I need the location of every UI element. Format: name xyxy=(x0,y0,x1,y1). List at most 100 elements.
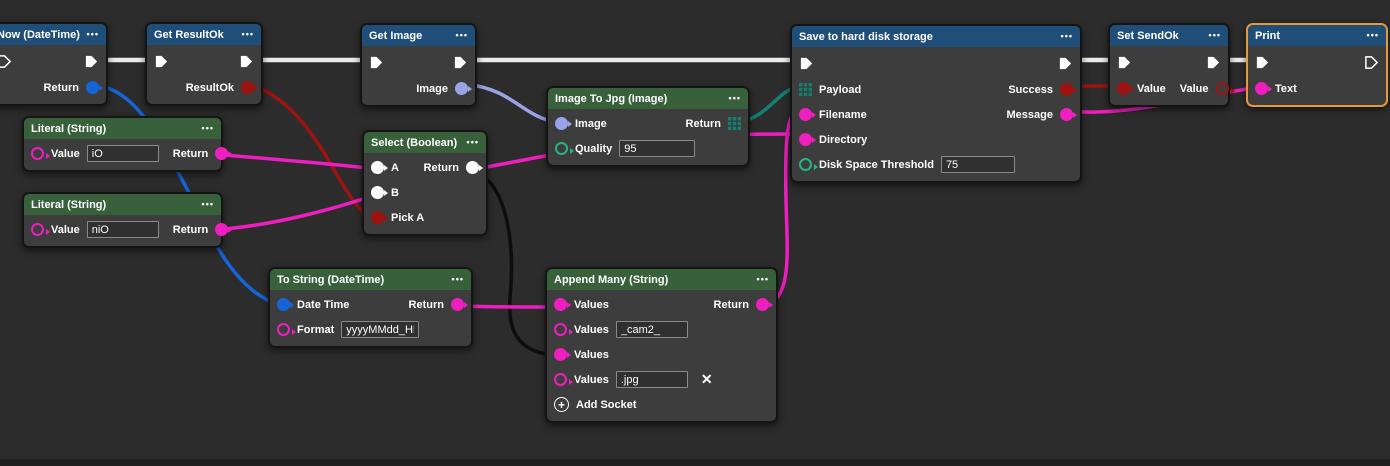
node-header[interactable]: Literal (String) ••• xyxy=(24,118,221,139)
output-socket-return-bytes-grid[interactable] xyxy=(728,117,741,130)
value-field[interactable] xyxy=(86,221,159,238)
input-socket-format[interactable] xyxy=(277,323,296,336)
node-image-to-jpg[interactable]: Image To Jpg (Image) ••• Image Return Qu… xyxy=(546,86,750,167)
output-socket-return[interactable] xyxy=(215,223,233,236)
node-menu-icon[interactable]: ••• xyxy=(1060,31,1073,41)
node-title: Literal (String) xyxy=(31,198,107,211)
node-menu-icon[interactable]: ••• xyxy=(756,274,769,284)
output-socket-return[interactable] xyxy=(466,161,483,174)
input-socket-value[interactable] xyxy=(1117,82,1134,95)
exec-out-pin[interactable] xyxy=(1058,56,1073,71)
input-socket-text[interactable] xyxy=(1255,82,1272,95)
output-socket-image[interactable] xyxy=(455,82,472,95)
node-literal-string-1[interactable]: Literal (String) ••• Value Return xyxy=(22,116,233,172)
output-label-return: Return xyxy=(408,298,444,311)
input-socket-pick-a[interactable] xyxy=(371,211,388,224)
node-get-image[interactable]: Get Image ••• Image xyxy=(360,23,477,107)
wire-select-return-appendmany-values3 xyxy=(473,169,560,358)
node-menu-icon[interactable]: ••• xyxy=(455,30,468,40)
input-label-values-4: Values xyxy=(574,373,609,386)
node-header[interactable]: Set SendOk ••• xyxy=(1110,25,1228,46)
node-header[interactable]: Now (DateTime) ••• xyxy=(0,24,106,45)
values-2-field[interactable] xyxy=(615,321,688,338)
node-menu-icon[interactable]: ••• xyxy=(466,137,479,147)
exec-in-pin[interactable] xyxy=(369,55,384,70)
node-header[interactable]: Save to hard disk storage ••• xyxy=(792,26,1080,47)
node-header[interactable]: To String (DateTime) ••• xyxy=(270,269,471,290)
input-label-filename: Filename xyxy=(819,108,867,121)
node-now-datetime[interactable]: Now (DateTime) ••• Return xyxy=(0,22,108,106)
input-socket-values-4[interactable] xyxy=(554,373,573,386)
node-header[interactable]: Append Many (String) ••• xyxy=(547,269,776,290)
quality-field[interactable] xyxy=(619,140,696,157)
remove-socket-icon[interactable]: ✕ xyxy=(700,371,713,387)
disk-space-threshold-field[interactable] xyxy=(940,156,1015,173)
node-get-resultok[interactable]: Get ResultOk ••• ResultOk xyxy=(145,22,263,106)
add-socket-icon[interactable]: + xyxy=(554,397,569,412)
output-socket-success[interactable] xyxy=(1060,83,1077,96)
input-socket-image[interactable] xyxy=(555,117,572,130)
input-label-pick-a: Pick A xyxy=(391,211,425,224)
add-socket-label[interactable]: Add Socket xyxy=(576,398,637,411)
exec-out-pin[interactable] xyxy=(1206,55,1221,70)
input-socket-filename[interactable] xyxy=(799,108,816,121)
node-append-many-string[interactable]: Append Many (String) ••• Values Return V… xyxy=(545,267,778,423)
output-socket-message[interactable] xyxy=(1060,108,1077,121)
input-socket-date-time[interactable] xyxy=(277,298,294,311)
exec-out-pin[interactable] xyxy=(84,54,99,69)
input-socket-values-3[interactable] xyxy=(554,348,571,361)
node-select-boolean[interactable]: Select (Boolean) ••• A Return B Pick A xyxy=(362,130,488,236)
node-menu-icon[interactable]: ••• xyxy=(1208,30,1221,40)
input-socket-directory[interactable] xyxy=(799,133,816,146)
value-field[interactable] xyxy=(86,145,159,162)
input-socket-value[interactable] xyxy=(31,147,50,160)
node-menu-icon[interactable]: ••• xyxy=(201,123,214,133)
node-to-string-datetime[interactable]: To String (DateTime) ••• Date Time Retur… xyxy=(268,267,473,348)
exec-in-pin[interactable] xyxy=(1255,55,1270,70)
node-menu-icon[interactable]: ••• xyxy=(1366,30,1379,40)
node-menu-icon[interactable]: ••• xyxy=(241,29,254,39)
format-field[interactable] xyxy=(341,321,420,338)
wire-tostring-return-appendmany-values1 xyxy=(458,304,560,309)
input-socket-payload-bytes-grid[interactable] xyxy=(799,83,812,96)
exec-in-pin[interactable] xyxy=(154,54,169,69)
output-socket-return[interactable] xyxy=(756,298,773,311)
input-socket-values-1[interactable] xyxy=(554,298,571,311)
canvas-bottom-edge xyxy=(0,459,1390,466)
values-4-field[interactable] xyxy=(615,371,688,388)
node-header[interactable]: Select (Boolean) ••• xyxy=(364,132,486,153)
exec-out-pin[interactable] xyxy=(453,55,468,70)
input-socket-b[interactable] xyxy=(371,186,388,199)
node-header[interactable]: Image To Jpg (Image) ••• xyxy=(548,88,748,109)
output-socket-value[interactable] xyxy=(1215,82,1235,95)
input-socket-quality[interactable] xyxy=(555,142,574,155)
exec-in-pin[interactable] xyxy=(1117,55,1132,70)
node-menu-icon[interactable]: ••• xyxy=(728,93,741,103)
output-socket-resultok[interactable] xyxy=(241,81,258,94)
node-save-to-hard-disk[interactable]: Save to hard disk storage ••• Payload Su… xyxy=(790,24,1082,183)
node-menu-icon[interactable]: ••• xyxy=(201,199,214,209)
node-literal-string-2[interactable]: Literal (String) ••• Value Return xyxy=(22,192,233,248)
output-socket-return[interactable] xyxy=(215,147,233,160)
input-socket-values-2[interactable] xyxy=(554,323,573,336)
input-label-value: Value xyxy=(1137,82,1166,95)
node-menu-icon[interactable]: ••• xyxy=(86,29,99,39)
exec-out-pin[interactable] xyxy=(239,54,254,69)
node-set-sendok[interactable]: Set SendOk ••• Value Value xyxy=(1108,23,1235,107)
input-label-text: Text xyxy=(1275,82,1297,95)
input-socket-disk-space-threshold[interactable] xyxy=(799,158,818,171)
exec-out-pin[interactable] xyxy=(1364,55,1379,70)
exec-in-pin[interactable] xyxy=(0,54,12,69)
node-header[interactable]: Literal (String) ••• xyxy=(24,194,221,215)
node-menu-icon[interactable]: ••• xyxy=(451,274,464,284)
input-socket-a[interactable] xyxy=(371,161,388,174)
exec-in-pin[interactable] xyxy=(799,56,814,71)
output-socket-return[interactable] xyxy=(451,298,468,311)
input-socket-value[interactable] xyxy=(31,223,50,236)
node-header[interactable]: Get Image ••• xyxy=(362,25,475,46)
node-header[interactable]: Get ResultOk ••• xyxy=(147,24,261,45)
node-print[interactable]: Print ••• Text xyxy=(1246,23,1388,107)
node-header[interactable]: Print ••• xyxy=(1248,25,1386,46)
output-socket-return[interactable] xyxy=(86,81,103,94)
